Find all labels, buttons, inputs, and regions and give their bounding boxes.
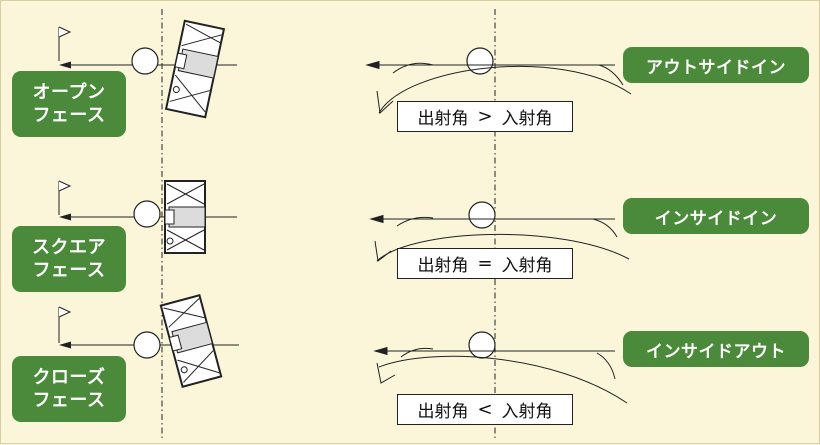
clubhead-icon-open bbox=[164, 19, 226, 119]
ball-icon-closed bbox=[133, 331, 161, 359]
face-label-line-1: スクエア bbox=[32, 237, 106, 258]
relation-operator: < bbox=[477, 399, 493, 420]
face-label-line-1: オープン bbox=[32, 82, 106, 103]
clubhead-icon-closed bbox=[159, 294, 223, 388]
swing-path-outside-in bbox=[365, 47, 632, 115]
entry-angle-label: 入射角 bbox=[501, 109, 553, 129]
exit-angle-label: 出射角 bbox=[417, 256, 469, 276]
ball-icon-square bbox=[133, 200, 161, 228]
swing-path-inside-in bbox=[369, 201, 630, 262]
path-label-inside-in: インサイドイン bbox=[623, 198, 809, 234]
flag-icon-square bbox=[58, 180, 72, 215]
relation-operator: = bbox=[477, 253, 493, 274]
face-label-line-1: クローズ bbox=[32, 367, 106, 388]
path-label-inside-out: インサイドアウト bbox=[623, 331, 809, 367]
clubhead-icon-square bbox=[164, 180, 206, 254]
entry-angle-label: 入射角 bbox=[501, 256, 553, 276]
angle-relation-closed: 出射角 < 入射角 bbox=[397, 394, 573, 425]
ball-icon-open bbox=[131, 47, 159, 75]
exit-angle-label: 出射角 bbox=[417, 109, 469, 129]
flag-icon-closed bbox=[58, 306, 72, 343]
face-label-square: スクエア フェース bbox=[12, 226, 126, 292]
path-label-outside-in: アウトサイドイン bbox=[623, 47, 809, 83]
exit-angle-label: 出射角 bbox=[417, 402, 469, 422]
entry-angle-label: 入射角 bbox=[501, 402, 553, 422]
swing-path-inside-out bbox=[373, 331, 628, 404]
face-label-line-2: フェース bbox=[32, 390, 106, 411]
face-label-line-2: フェース bbox=[32, 260, 106, 281]
face-label-line-2: フェース bbox=[32, 105, 106, 126]
face-label-open: オープン フェース bbox=[12, 71, 126, 137]
relation-operator: > bbox=[477, 106, 493, 127]
angle-relation-open: 出射角 > 入射角 bbox=[397, 101, 573, 132]
face-label-closed: クローズ フェース bbox=[12, 356, 126, 422]
flag-icon-open bbox=[58, 26, 72, 61]
angle-relation-square: 出射角 = 入射角 bbox=[397, 248, 573, 279]
